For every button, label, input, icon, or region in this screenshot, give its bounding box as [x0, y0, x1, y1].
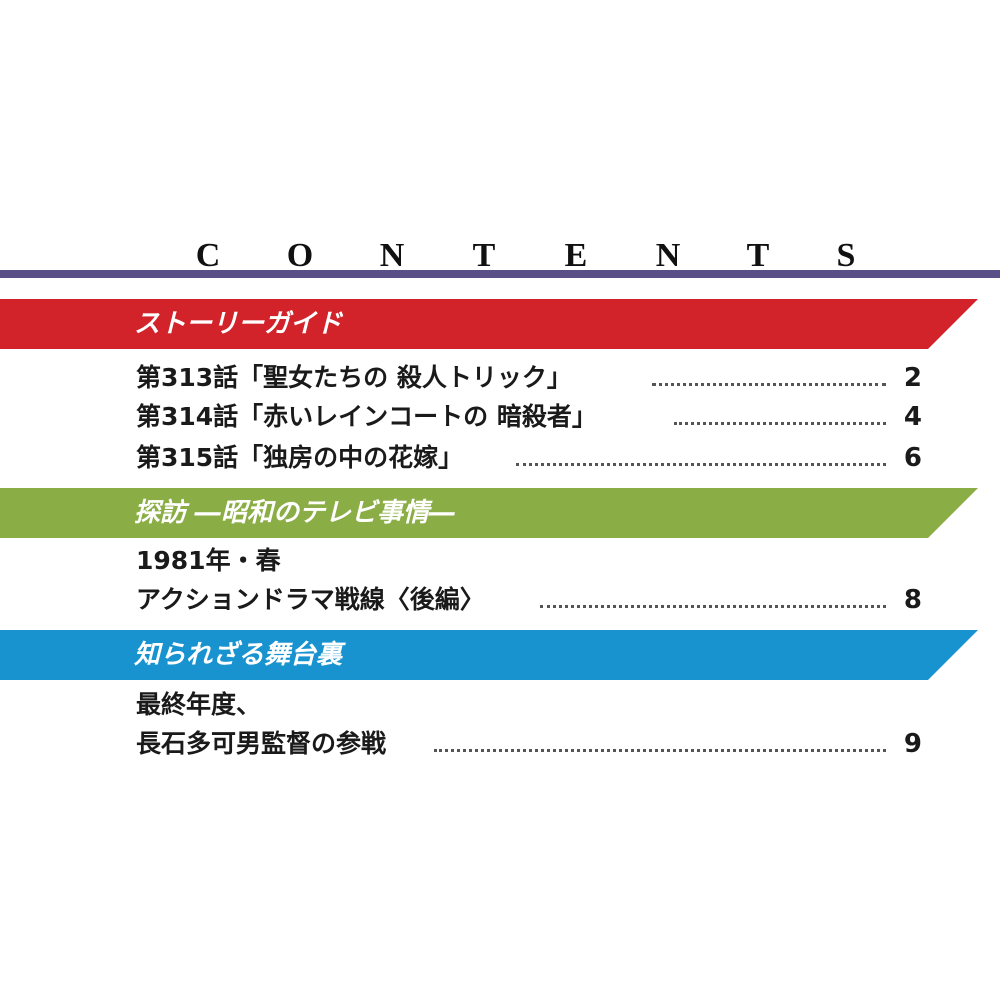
toc-entry[interactable]: 第313話「聖女たちの 殺人トリック」 2	[136, 359, 922, 397]
toc-entry-preline: 1981年・春	[136, 546, 281, 575]
toc-entry-title: 第314話「赤いレインコートの 暗殺者」	[136, 402, 597, 431]
toc-entry[interactable]: アクションドラマ戦線〈後編〉 8	[136, 581, 922, 619]
section-banner-behind-the-scenes: 知られざる舞台裏	[0, 630, 1000, 680]
banner-shape	[0, 488, 978, 538]
toc-entry[interactable]: 第315話「独房の中の花嫁」 6	[136, 439, 922, 477]
contents-letter: T	[472, 237, 496, 274]
dot-leader	[434, 749, 886, 752]
contents-heading: C O N T E N T S	[0, 232, 1000, 280]
contents-letter: O	[286, 237, 314, 274]
contents-letter: N	[379, 237, 405, 274]
section-banner-showa-tv: 探訪 ―昭和のテレビ事情―	[0, 488, 1000, 538]
section-label: ストーリーガイド	[134, 309, 343, 339]
toc-entry[interactable]: 長石多可男監督の参戦 9	[136, 725, 922, 763]
contents-letter: N	[655, 237, 681, 274]
section-label: 探訪 ―昭和のテレビ事情―	[134, 498, 456, 528]
toc-page-number: 9	[903, 729, 922, 759]
banner-blue-shape	[0, 630, 978, 680]
section-banner-story-guide: ストーリーガイド	[0, 299, 1000, 349]
toc-entry-title: 第313話「聖女たちの 殺人トリック」	[136, 363, 572, 392]
dot-leader	[652, 383, 886, 386]
dot-leader	[540, 605, 886, 608]
toc-page-number: 6	[903, 443, 922, 473]
toc-entry-preline: 最終年度、	[136, 690, 262, 719]
banner-red-shape	[0, 299, 978, 349]
banner-shape	[0, 630, 978, 680]
contents-letter: T	[746, 237, 770, 274]
contents-divider	[0, 270, 1000, 278]
contents-letter: C	[195, 237, 221, 274]
dot-leader	[674, 422, 886, 425]
toc-entry-title: アクションドラマ戦線〈後編〉	[136, 585, 485, 614]
toc-page-number: 8	[903, 585, 922, 615]
contents-letter: S	[836, 237, 856, 274]
toc-page-number: 2	[903, 363, 922, 393]
toc-entry[interactable]: 第314話「赤いレインコートの 暗殺者」 4	[136, 398, 922, 436]
banner-green-shape	[0, 488, 978, 538]
toc-entry-title: 第315話「独房の中の花嫁」	[136, 443, 464, 472]
toc-entry-title: 長石多可男監督の参戦	[136, 729, 387, 758]
section-label: 知られざる舞台裏	[134, 640, 343, 670]
contents-letter: E	[564, 237, 588, 274]
banner-shape	[0, 299, 978, 349]
toc-page-number: 4	[903, 402, 922, 432]
dot-leader	[516, 463, 886, 466]
